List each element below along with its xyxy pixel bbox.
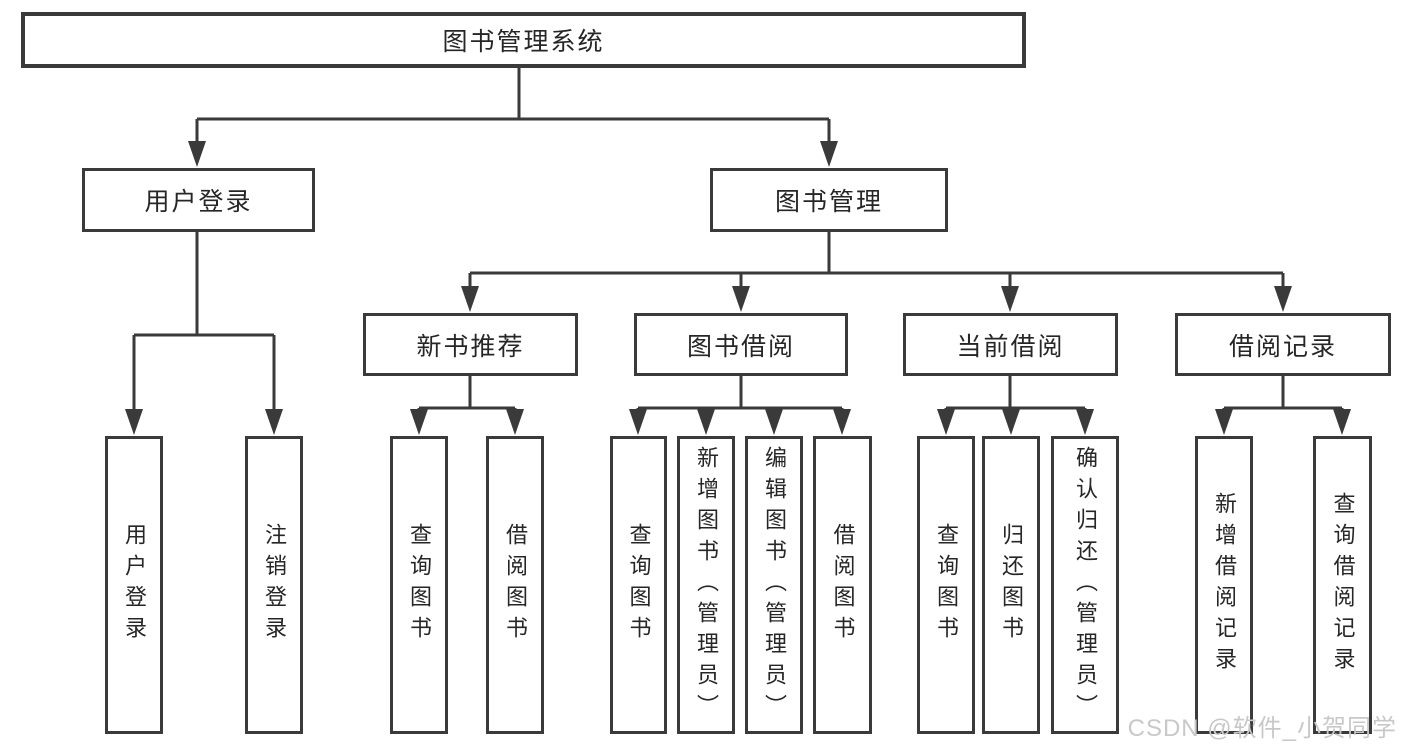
node-leaf-cb-return-books: 归还图书 xyxy=(982,436,1040,734)
watermark: CSDN @软件_小贺同学 xyxy=(1127,715,1397,742)
node-leaf-user-login: 用户登录 xyxy=(105,436,163,734)
arrowhead-icon xyxy=(1076,409,1094,435)
node-new-book-recommend: 新书推荐 xyxy=(363,313,578,376)
node-current-borrow: 当前借阅 xyxy=(903,313,1118,376)
arrowhead-icon xyxy=(506,409,524,435)
node-book-borrow: 图书借阅 xyxy=(634,313,848,376)
node-user-login: 用户登录 xyxy=(82,168,315,232)
connector-path xyxy=(468,232,1285,289)
node-leaf-bb-query-books: 查询图书 xyxy=(610,436,667,734)
arrowhead-icon xyxy=(1274,286,1292,312)
node-leaf-rec-query-books: 查询图书 xyxy=(390,436,448,734)
node-leaf-bb-add-books-admin: 新增图书（管理员） xyxy=(677,436,735,734)
arrowhead-icon xyxy=(188,141,206,167)
arrowhead-icon xyxy=(461,286,479,312)
connector-path xyxy=(636,376,844,413)
arrowhead-icon xyxy=(697,409,715,435)
node-leaf-bb-borrow-books: 借阅图书 xyxy=(813,436,872,734)
arrowhead-icon xyxy=(410,409,428,435)
connector-path xyxy=(132,232,276,412)
arrowhead-icon xyxy=(629,409,647,435)
node-leaf-cb-confirm-return-admin: 确认归还（管理员） xyxy=(1051,436,1119,734)
arrowhead-icon xyxy=(765,409,783,435)
arrowhead-icon xyxy=(1001,286,1019,312)
arrowhead-icon xyxy=(1215,409,1233,435)
arrowhead-icon xyxy=(265,409,283,435)
arrowhead-icon xyxy=(732,286,750,312)
node-leaf-bb-edit-books-admin: 编辑图书（管理员） xyxy=(745,436,803,734)
node-leaf-rec-borrow-books: 借阅图书 xyxy=(486,436,544,734)
connector-path xyxy=(944,376,1087,413)
arrowhead-icon xyxy=(937,409,955,435)
node-leaf-br-add-record: 新增借阅记录 xyxy=(1195,436,1253,734)
node-book-management: 图书管理 xyxy=(710,168,948,232)
connector-path xyxy=(195,68,831,144)
arrowhead-icon xyxy=(125,409,143,435)
node-leaf-cb-query-books: 查询图书 xyxy=(917,436,975,734)
arrowhead-icon xyxy=(1333,409,1351,435)
connector-path xyxy=(417,376,517,413)
connector-path xyxy=(1222,376,1344,413)
arrowhead-icon xyxy=(820,141,838,167)
node-borrow-records: 借阅记录 xyxy=(1175,313,1391,376)
node-leaf-br-query-record: 查询借阅记录 xyxy=(1313,436,1372,734)
arrowhead-icon xyxy=(833,409,851,435)
node-leaf-logout: 注销登录 xyxy=(245,436,303,734)
node-root: 图书管理系统 xyxy=(21,12,1026,68)
arrowhead-icon xyxy=(1002,409,1020,435)
